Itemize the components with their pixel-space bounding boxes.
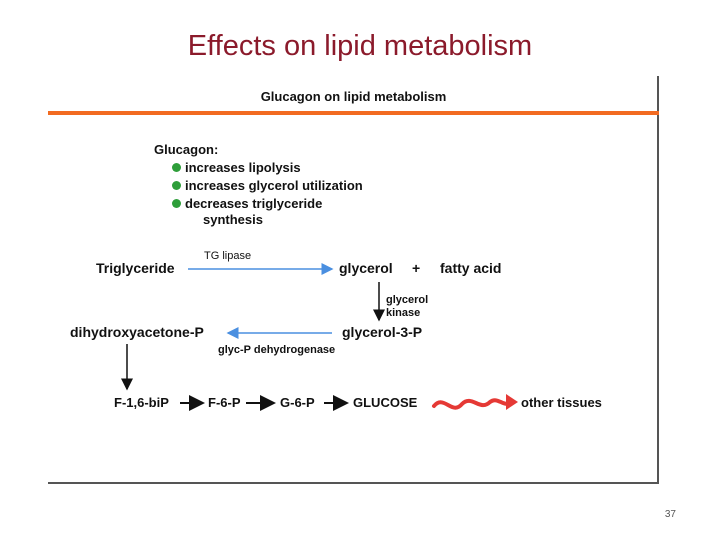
bullet-continuation: synthesis bbox=[203, 212, 263, 227]
f16bip-label: F-1,6-biP bbox=[114, 395, 169, 410]
bullet-item: decreases triglyceride bbox=[172, 196, 322, 211]
diagram-panel: Glucagon on lipid metabolism Glucagon: i… bbox=[48, 76, 659, 484]
bullet-text: increases glycerol utilization bbox=[185, 178, 363, 193]
red-wave-arrow bbox=[432, 398, 512, 410]
g6p-label: G-6-P bbox=[280, 395, 315, 410]
plus-sign: + bbox=[412, 260, 421, 276]
tg-lipase-label: TG lipase bbox=[204, 250, 252, 262]
bullet-text: decreases triglyceride bbox=[185, 196, 323, 211]
glycerol-3p-label: glycerol-3-P bbox=[342, 324, 423, 340]
bullet-dot-icon bbox=[172, 181, 181, 190]
slide-title: Effects on lipid metabolism bbox=[187, 30, 533, 62]
f6p-label: F-6-P bbox=[208, 395, 241, 410]
bullet-text: increases lipolysis bbox=[185, 160, 301, 175]
page-number: 37 bbox=[664, 509, 676, 520]
bullet-dot-icon bbox=[172, 163, 181, 172]
pathway-arrows bbox=[121, 263, 518, 411]
fatty-acid-label: fatty acid bbox=[440, 260, 502, 276]
glyc-p-dehydrogenase-label: glyc-P dehydrogenase bbox=[218, 344, 336, 356]
bullet-item: increases glycerol utilization bbox=[172, 178, 363, 193]
glucose-label: GLUCOSE bbox=[353, 395, 418, 410]
other-tissues-label: other tissues bbox=[521, 395, 602, 410]
bullet-dot-icon bbox=[172, 199, 181, 208]
bullet-item: increases lipolysis bbox=[172, 160, 301, 175]
orange-divider bbox=[48, 111, 659, 115]
panel-title: Glucagon on lipid metabolism bbox=[260, 89, 447, 104]
triglyceride-label: Triglyceride bbox=[96, 260, 175, 276]
glycerol-label: glycerol bbox=[339, 260, 393, 276]
glucagon-heading: Glucagon: bbox=[154, 142, 219, 157]
glycerol-kinase-label-1: glycerol bbox=[386, 294, 429, 306]
glycerol-kinase-label-2: kinase bbox=[386, 307, 421, 319]
dhap-label: dihydroxyacetone-P bbox=[70, 324, 204, 340]
red-wave-arrowhead bbox=[506, 394, 518, 410]
